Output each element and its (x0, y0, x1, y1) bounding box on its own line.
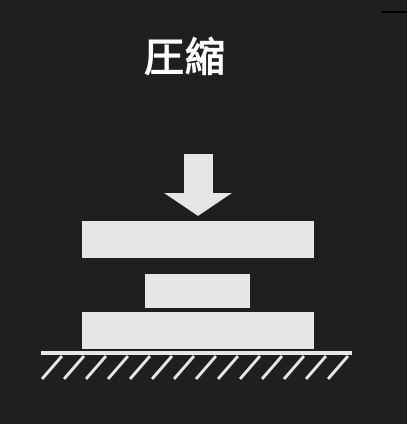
down-arrow-icon (164, 154, 232, 216)
bottom-plate (82, 312, 314, 349)
hatched-ground-icon (40, 351, 352, 380)
corner-mark (382, 11, 407, 13)
middle-block (145, 274, 250, 308)
diagram-title: 圧縮 (144, 35, 226, 81)
ground-hatching (40, 355, 350, 380)
top-plate (82, 221, 314, 258)
